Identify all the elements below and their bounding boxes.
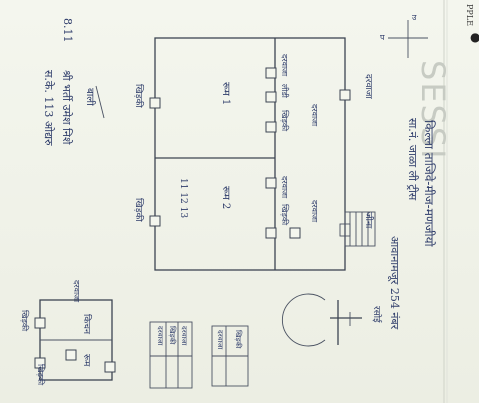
toilet-symbol [281, 293, 326, 347]
stairs [344, 211, 376, 247]
note-line-3: स.के. 113 ओद्यरु [42, 70, 55, 146]
room-2-label: रूम 2 [220, 186, 231, 210]
box-bottom-3: दरवाजा [310, 200, 319, 223]
title-line-2: सा.नं. जाळा ली ट्रीस [406, 118, 419, 201]
title-line-1: किल्ला ताजिवे-मीज-मणजीयो [422, 120, 436, 247]
kitchen-left-label: खिड़की [20, 310, 29, 332]
door-right-top [339, 89, 351, 101]
small-a-1: दरवाजा [156, 326, 164, 346]
window-left-bottom [149, 215, 161, 227]
small-b-1: दरवाजा [216, 330, 224, 350]
toilet-label: रसोई [371, 306, 381, 323]
small-a-3: दरवाजा [180, 326, 188, 346]
box-top-4: दरवाजा [310, 104, 319, 127]
box-top-1: दरवाजा [280, 54, 289, 77]
note-number: 8.11 [61, 18, 74, 43]
note-line-1: बाली [84, 88, 95, 106]
kitchen-room-label: रूम [81, 354, 91, 367]
kitchen-label: किचन [81, 314, 91, 334]
left-bottom-label: खिड़की [133, 198, 143, 222]
room-digits: 11 12 13 [178, 178, 188, 219]
kitchen-top-label: दरवाजा [72, 280, 81, 303]
brand-icon: ● [470, 30, 479, 44]
house-outline [154, 37, 346, 271]
kitchen-bottom-label: खिड़की [36, 364, 45, 386]
brand-text: PPLE [465, 4, 474, 26]
stairs-label: जीना [363, 212, 373, 229]
small-b-2: खिड़की [234, 330, 242, 349]
title-line-3: आवानामजूर 254 नंबर [388, 236, 401, 330]
box-bottom-1: दरवाजा [280, 176, 289, 199]
box-top-3: खिड़की [280, 110, 289, 132]
compass-north: उ [412, 13, 417, 22]
room-1-label: रूम 1 [220, 82, 231, 106]
left-top-label: खिड़की [133, 84, 143, 108]
small-a-2: खिड़की [168, 326, 176, 345]
box-top-2: लीडी [280, 84, 289, 98]
small-plan-a [149, 321, 193, 389]
compass-west: प [380, 33, 385, 42]
note-line-2: श्री भर्ती उमेश निशे [60, 70, 73, 145]
top-right-label: दरवाजा [363, 74, 373, 99]
box-bottom-2: खिड़की [280, 204, 289, 226]
window-left-top [149, 97, 161, 109]
